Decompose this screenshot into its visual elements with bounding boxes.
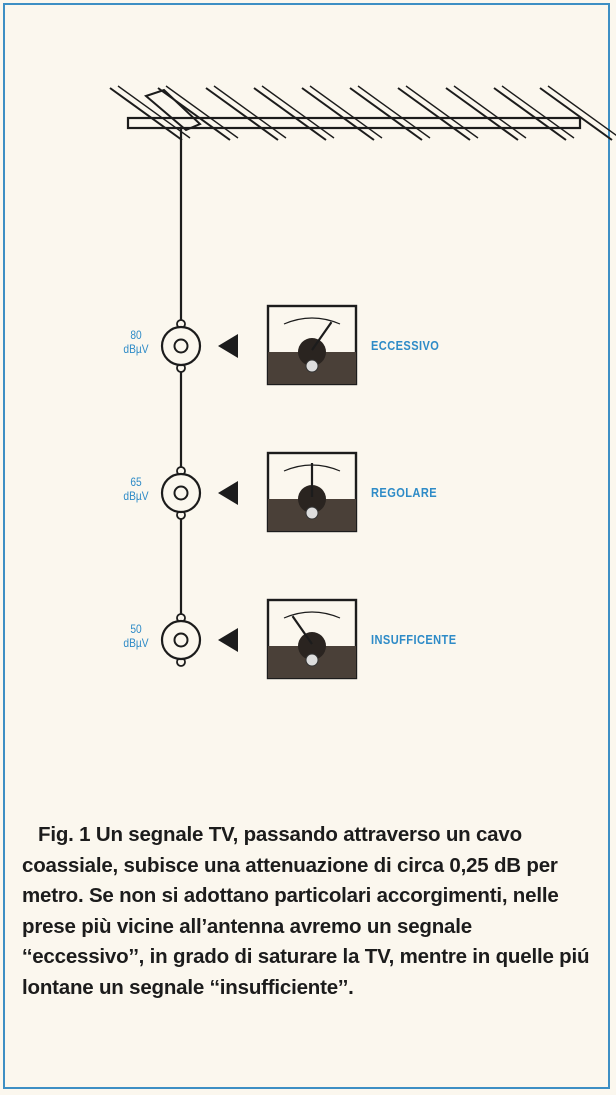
signal-level-unit: dBµV [123,489,149,503]
antenna-element-edge [213,85,287,139]
signal-level-value: 50 [130,622,142,636]
antenna-element-edge [165,85,239,139]
antenna-element-edge [547,85,616,136]
signal-status-label: REGOLARE [371,485,438,500]
folded-dipole [144,88,202,132]
antenna-element-edge [453,85,527,139]
signal-meter-icon [266,304,358,386]
antenna-element-edge [261,85,335,139]
signal-level-unit: dBµV [123,636,149,650]
signal-status-label: INSUFFICENTE [371,632,457,647]
antenna-element [253,87,327,141]
antenna-element [539,87,613,141]
meter-needle [311,321,333,351]
signal-level-unit: dBµV [123,342,149,356]
signal-level-value: 80 [130,328,142,342]
antenna-elements [109,85,616,141]
antenna-element [205,87,279,141]
antenna-element [397,87,471,141]
figure-caption: Fig. 1 Un segnale TV, passando attravers… [22,820,597,1004]
antenna-element [493,87,567,141]
outlets-group [160,304,358,680]
antenna-element [301,87,375,141]
outlet-row [160,451,358,533]
signal-meter-icon [266,451,358,533]
antenna-element-edge [357,85,431,139]
outlet-row [160,598,358,680]
antenna-element [445,87,519,141]
antenna-element-edge [117,85,191,139]
signal-status-label: ECCESSIVO [371,338,440,353]
antenna-element-edge [405,85,479,139]
outlet-socket [173,485,189,501]
antenna-element [109,87,183,141]
figure-frame [3,3,610,1089]
signal-meter-icon [266,598,358,680]
outlet-row [160,304,358,386]
meter-needle [291,615,313,645]
caption-text: Un segnale TV, passando attraverso un ca… [22,823,590,999]
outlet-socket [173,632,189,648]
figure-number: Fig. 1 [38,823,91,846]
antenna-element-edge [501,85,575,139]
arrow-left-icon [218,334,238,358]
yagi-antenna [109,85,616,141]
outlet-socket [173,338,189,354]
arrow-left-icon [218,481,238,505]
antenna-element [349,87,423,141]
antenna-element-edge [309,85,383,139]
signal-level-value: 65 [130,475,142,489]
arrow-left-icon [218,628,238,652]
